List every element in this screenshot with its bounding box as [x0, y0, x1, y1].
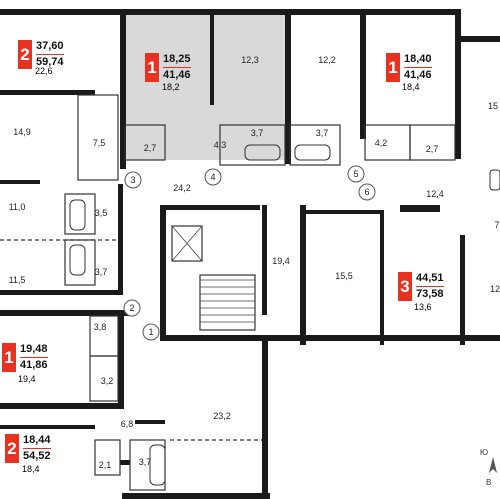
- living-area: 41,86: [20, 359, 48, 371]
- room-area: 7: [494, 220, 499, 230]
- room-area: 7,5: [93, 138, 106, 148]
- entrance-number: 5: [353, 169, 358, 179]
- room-area: 6,8: [121, 419, 134, 429]
- living-area: 73,58: [416, 288, 444, 300]
- entrance-number: 4: [210, 172, 215, 182]
- room-count: 1: [386, 53, 400, 82]
- entrance-number: 3: [130, 175, 135, 185]
- stairs: [171, 225, 255, 323]
- entrance-marker: [142, 323, 160, 341]
- room-area: 24,2: [173, 183, 191, 193]
- room-area: 12: [490, 284, 500, 294]
- room-count: 3: [398, 272, 412, 301]
- room-area: 4,3: [214, 140, 227, 150]
- room-area: 19,4: [272, 256, 290, 266]
- total-area: 37,60: [36, 40, 64, 52]
- entrance-marker: [358, 183, 376, 201]
- room-area: 2,7: [144, 143, 157, 153]
- room-area: 3,8: [94, 322, 107, 332]
- room-count: 1: [145, 53, 159, 82]
- highlighted-apartment[interactable]: [125, 13, 289, 160]
- room-count: 2: [18, 40, 32, 69]
- room-area: 12,2: [318, 55, 336, 65]
- room-area: 11,0: [9, 202, 26, 212]
- compass-east-label: В: [486, 478, 492, 487]
- room-area: 3,5: [95, 208, 108, 218]
- compass-icon: [489, 457, 497, 473]
- room-area: 3,7: [95, 267, 108, 277]
- partitions: [0, 94, 456, 491]
- room-area: 15,5: [335, 271, 353, 281]
- apartment-badge[interactable]: 2 18,44 54,52: [5, 434, 51, 463]
- entrance-number: 1: [148, 327, 153, 337]
- apartment-badge[interactable]: 2 37,60 59,74: [18, 40, 64, 69]
- entrance-marker: [123, 299, 141, 317]
- room-area: 12,4: [426, 189, 444, 199]
- room-count: 1: [2, 343, 16, 372]
- living-area: 41,46: [404, 69, 432, 81]
- room-area: 3,7: [139, 457, 152, 467]
- entrance-number: 2: [129, 303, 134, 313]
- living-area: 41,46: [163, 69, 191, 81]
- total-area: 44,51: [416, 272, 444, 284]
- main-room-area: 18,4: [22, 464, 40, 474]
- compass-south-label: Ю: [480, 448, 489, 457]
- total-area: 19,48: [20, 343, 48, 355]
- total-area: 18,44: [23, 434, 51, 446]
- room-area: 4,2: [375, 138, 388, 148]
- room-area: 2,1: [99, 460, 112, 470]
- room-area: 15: [488, 101, 498, 111]
- total-area: 18,25: [163, 53, 191, 65]
- room-area: 11,5: [9, 275, 26, 285]
- apartment-badge[interactable]: 1 18,25 41,46: [145, 53, 191, 82]
- room-area: 12,3: [241, 55, 259, 65]
- entrance-marker: [204, 168, 222, 186]
- living-area: 59,74: [36, 56, 64, 68]
- apartment-badge[interactable]: 1 19,48 41,86: [2, 343, 48, 372]
- main-room-area: 13,6: [414, 302, 432, 312]
- apartment-badge[interactable]: 3 44,51 73,58: [398, 272, 444, 301]
- main-room-area: 18,2: [162, 82, 180, 92]
- room-labels: 14,9 7,5 2,7 4,3 3,7 12,3 3,7 12,2 4,2 2…: [9, 55, 500, 470]
- main-room-area: 22,6: [35, 66, 53, 76]
- main-room-area: 19,4: [18, 374, 36, 384]
- room-area: 3,7: [316, 128, 329, 138]
- main-room-area: 18,4: [402, 82, 420, 92]
- entrances: 1 2 3 4 5 6: [123, 165, 376, 341]
- entrance-marker: [347, 165, 365, 183]
- room-area: 3,2: [101, 376, 114, 386]
- living-area: 54,52: [23, 450, 51, 462]
- total-area: 18,40: [404, 53, 432, 65]
- room-area: 2,7: [426, 144, 439, 154]
- bathtubs: [69, 144, 500, 486]
- room-area: 14,9: [13, 127, 31, 137]
- entrance-marker: [124, 171, 142, 189]
- apartment-badge[interactable]: 1 18,40 41,46: [386, 53, 432, 82]
- room-area: 23,2: [213, 411, 231, 421]
- walls: [0, 9, 500, 499]
- room-area: 3,7: [251, 128, 264, 138]
- entrance-number: 6: [364, 187, 369, 197]
- room-count: 2: [5, 434, 19, 463]
